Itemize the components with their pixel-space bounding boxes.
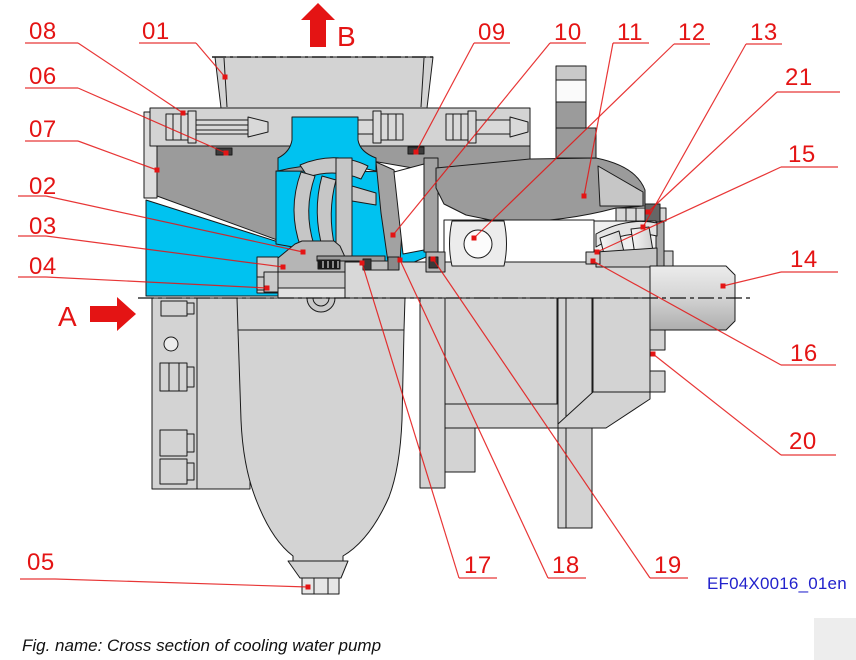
callout-target-dot-14 [720, 283, 726, 289]
callout-target-dot-17 [359, 260, 365, 266]
callout-21: 21 [785, 64, 813, 91]
mechanical-seal [316, 255, 400, 271]
flange-hole [163, 336, 179, 352]
seal-spring [317, 259, 341, 270]
callout-04: 04 [29, 253, 57, 280]
drain-plug [301, 577, 340, 595]
callout-01: 01 [142, 18, 170, 45]
callout-08: 08 [29, 18, 57, 45]
callout-11: 11 [617, 19, 643, 46]
housing-gusset [557, 391, 651, 429]
bearing-spacer [585, 251, 601, 265]
flow-arrow-b: B [301, 3, 356, 52]
callout-target-dot-15 [594, 249, 600, 255]
callout-target-dot-05 [305, 584, 311, 590]
callout-09: 09 [478, 19, 506, 46]
drain-boss [287, 560, 349, 579]
callout-target-dot-18 [397, 257, 403, 263]
callout-target-dot-01 [222, 74, 228, 80]
callout-18: 18 [552, 552, 580, 579]
callout-03: 03 [29, 213, 57, 240]
seal-gland [387, 256, 400, 271]
volute-casing-lower [236, 297, 406, 562]
callout-target-dot-02 [300, 249, 306, 255]
pedestal-and-volute-lower [151, 297, 666, 595]
suction-flange-plate [151, 297, 251, 490]
upper-casing-section [143, 56, 531, 299]
right-arrow-icon [90, 297, 136, 331]
callout-14: 14 [790, 246, 818, 273]
callout-19: 19 [654, 552, 682, 579]
callout-target-dot-03 [280, 264, 286, 270]
callout-13: 13 [750, 19, 778, 46]
callout-05: 05 [27, 549, 55, 576]
callout-06: 06 [29, 63, 57, 90]
ball-bearing-ball [463, 229, 493, 259]
impeller [293, 157, 377, 269]
bearing-housing-lower [592, 297, 651, 393]
callout-leader-lines [18, 42, 840, 590]
callout-target-dot-04 [264, 285, 270, 291]
callout-10: 10 [554, 19, 582, 46]
callout-target-dot-13 [640, 224, 646, 230]
flange-bolts-left [159, 300, 195, 485]
callout-target-dot-09 [413, 149, 419, 155]
flow-label-b: B [337, 21, 356, 52]
casing-support-column [419, 297, 446, 489]
figure-code: EF04X0016_01en [707, 574, 847, 593]
callout-target-dot-10 [390, 232, 396, 238]
figure-caption: Fig. name: Cross section of cooling wate… [22, 636, 382, 655]
callout-target-dot-20 [650, 351, 656, 357]
callout-17: 17 [464, 552, 492, 579]
corner-artifact [814, 618, 856, 660]
callout-07: 07 [29, 116, 57, 143]
discharge-pipe [214, 56, 434, 109]
bearing-frame [435, 65, 674, 269]
callout-16: 16 [790, 340, 818, 367]
callout-target-dot-06 [223, 150, 229, 156]
callout-target-dot-21 [645, 209, 651, 215]
callout-target-dot-07 [154, 167, 160, 173]
callout-target-dot-12 [471, 235, 477, 241]
up-arrow-icon [301, 3, 335, 47]
callout-15: 15 [788, 141, 816, 168]
callout-target-dot-19 [430, 256, 436, 262]
callout-02: 02 [29, 173, 57, 200]
flow-arrow-a: A [58, 297, 136, 332]
flow-label-a: A [58, 301, 77, 332]
callout-target-dot-16 [590, 258, 596, 264]
callout-12: 12 [678, 19, 706, 46]
callout-target-dot-08 [180, 110, 186, 116]
callout-target-dot-11 [581, 193, 587, 199]
support-bracket [444, 297, 558, 405]
callout-20: 20 [789, 428, 817, 455]
